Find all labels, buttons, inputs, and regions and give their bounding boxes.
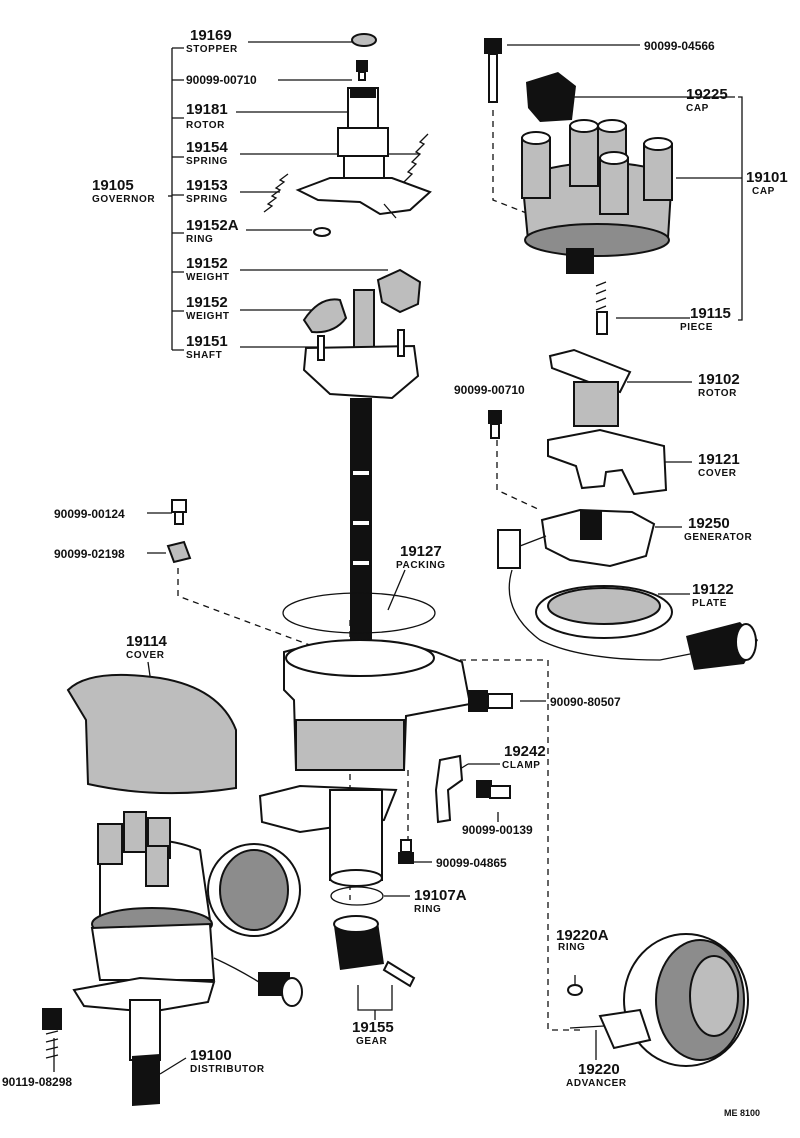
rotor-part	[548, 348, 632, 427]
gear-part	[333, 915, 416, 988]
callout-num: 19122	[692, 581, 734, 598]
ring-19220a-part	[567, 984, 583, 996]
governor-rotor-part	[295, 87, 432, 219]
callout-name: ADVANCER	[566, 1078, 627, 1089]
distributor-part	[72, 811, 303, 1106]
bolt-04566-part	[484, 38, 502, 103]
callout-num: 19154	[186, 139, 228, 156]
callout-num: 90099-04566	[644, 39, 715, 53]
washer-02198-part	[166, 540, 192, 564]
callout-num: 90099-00124	[54, 507, 125, 521]
callout-name: PACKING	[396, 560, 446, 571]
callout-num: 19127	[400, 543, 442, 560]
cover-19121-part	[547, 428, 668, 496]
callout-name: ROTOR	[698, 388, 737, 399]
advancer-part	[569, 933, 749, 1067]
callout-num: 90119-08298	[2, 1075, 72, 1089]
callout-name: RING	[186, 234, 213, 245]
bolt-mid-part	[488, 410, 502, 439]
callout-name: CAP	[686, 103, 709, 114]
cover-19114-part	[66, 673, 237, 795]
callout-name: WEIGHT	[186, 311, 230, 322]
housing-part	[258, 639, 472, 887]
callout-num: 19153	[186, 177, 228, 194]
spring-part-2	[263, 173, 289, 213]
callout-name: DISTRIBUTOR	[190, 1064, 265, 1075]
callout-num: 19152	[186, 294, 228, 311]
callout-num: 19115	[690, 305, 731, 322]
callout-num: 90099-04865	[436, 856, 507, 870]
callout-num: 19152	[186, 255, 228, 272]
screw-04865-part	[398, 839, 414, 864]
callout-num: 19250	[688, 515, 730, 532]
callout-name: SPRING	[186, 156, 228, 167]
callout-name: CAP	[752, 186, 775, 197]
weight-part-2	[302, 298, 348, 334]
callout-name: COVER	[698, 468, 737, 479]
callout-num: 90099-00710	[186, 73, 257, 87]
callout-name: SPRING	[186, 194, 228, 205]
cap-part	[520, 119, 674, 274]
leader-lines	[53, 41, 743, 1075]
plate-part	[508, 569, 758, 670]
callout-num: 19225	[686, 86, 728, 103]
packing-part	[282, 592, 436, 634]
callout-num: 19102	[698, 371, 740, 388]
small-cap-part	[526, 72, 576, 122]
callout-num: 19181	[186, 101, 228, 118]
callout-num: 19152A	[186, 217, 239, 234]
callout-num: 19100	[190, 1047, 232, 1064]
shaft-part	[302, 289, 420, 668]
callout-name: WEIGHT	[186, 272, 230, 283]
callout-name: PIECE	[680, 322, 713, 333]
screw-80507-part	[468, 690, 513, 712]
figure-code: ME 8100	[724, 1108, 760, 1118]
ring-19152a-part	[313, 227, 331, 237]
callout-name: SHAFT	[186, 350, 222, 361]
callout-name: RING	[558, 942, 585, 953]
callout-num: 19220	[578, 1061, 620, 1078]
callout-num: 90099-02198	[54, 547, 125, 561]
callout-num: 90099-00710	[454, 383, 525, 397]
callout-num: 19107A	[414, 887, 467, 904]
callout-num: 19101	[746, 169, 788, 186]
callout-num: 19169	[190, 27, 232, 44]
spring-part-1	[403, 133, 429, 183]
callout-num: 19151	[186, 333, 228, 350]
callout-num: 19242	[504, 743, 546, 760]
callout-name: RING	[414, 904, 441, 915]
piece-part	[595, 281, 608, 335]
clamp-part	[434, 754, 464, 824]
callout-name: CLAMP	[502, 760, 541, 771]
generator-part	[497, 508, 656, 569]
callout-num: 19220A	[556, 927, 609, 944]
screw-top-part	[356, 60, 368, 81]
callout-num: 19114	[126, 633, 168, 650]
callout-name: GOVERNOR	[92, 194, 155, 205]
callout-num: 19121	[698, 451, 740, 468]
callout-name: GEAR	[356, 1036, 387, 1047]
bolt-08298-part	[42, 1008, 62, 1059]
stopper-part	[351, 33, 377, 47]
callout-name: COVER	[126, 650, 165, 661]
callout-name: PLATE	[692, 598, 727, 609]
weight-part-1	[376, 268, 422, 314]
callout-num: 90099-00139	[462, 823, 533, 837]
callout-num: 19105	[92, 177, 134, 194]
callout-labels: 19169 STOPPER 90099-00710 19181 ROTOR 19…	[2, 27, 788, 1118]
screw-00139-part	[476, 780, 511, 799]
callout-name: ROTOR	[186, 120, 225, 131]
callout-num: 19155	[352, 1019, 394, 1036]
bolt-00124-part	[171, 499, 187, 525]
callout-name: STOPPER	[186, 44, 238, 55]
ring-19107a-part	[330, 886, 384, 906]
callout-name: GENERATOR	[684, 532, 753, 543]
callout-num: 90090-80507	[550, 695, 621, 709]
